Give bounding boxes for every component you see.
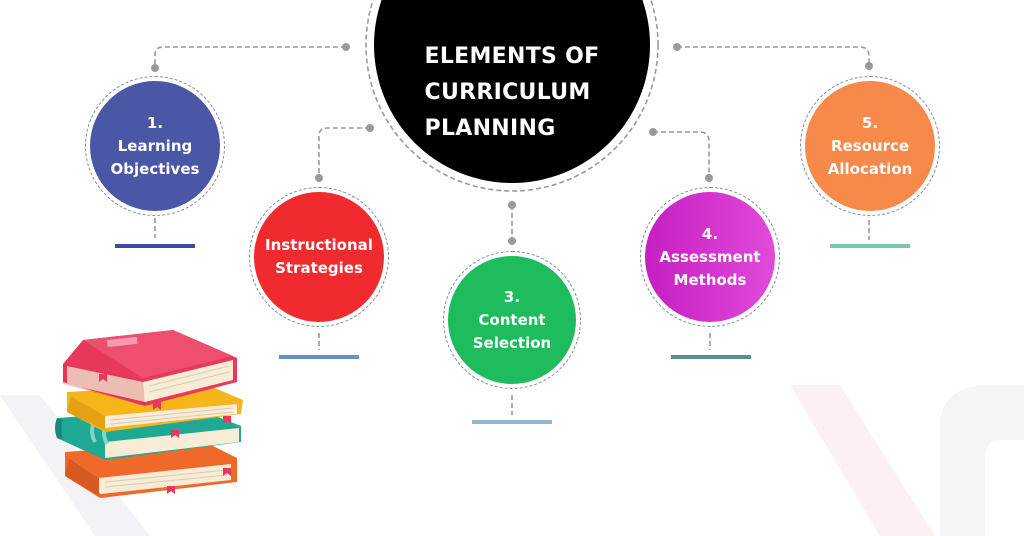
- element-2-line-2: Strategies: [275, 259, 363, 277]
- element-2-underline: [279, 355, 359, 359]
- element-3-ring: [443, 251, 581, 389]
- element-2-ring: [249, 187, 389, 327]
- element-5-ring: [800, 76, 940, 216]
- title-line-1: ELEMENTS OF: [424, 43, 600, 69]
- books-stack-icon: [55, 330, 243, 498]
- element-3-content-selection: 3. Content Selection: [448, 256, 576, 384]
- element-1-underline: [115, 244, 195, 248]
- element-3-line-1: Content: [478, 310, 546, 329]
- title-ring: [365, 0, 659, 192]
- element-2-line-1: Instructional: [265, 236, 373, 254]
- element-3-line-2: Selection: [472, 333, 552, 352]
- element-4-assessment-methods: 4. Assessment Methods: [645, 192, 775, 322]
- element-1-ring: [85, 76, 225, 216]
- connector-dots: [151, 43, 873, 245]
- element-4-number: 4.: [701, 224, 719, 243]
- element-4-line-2: Methods: [673, 270, 747, 289]
- element-3-underline: [472, 420, 552, 424]
- connector-lines: [154, 46, 870, 415]
- element-5-line-1: Resource: [830, 136, 910, 155]
- element-4-line-1: Assessment: [659, 247, 761, 266]
- element-1-line-1: Learning: [117, 136, 193, 155]
- element-5-number: 5.: [861, 113, 879, 132]
- element-2-instructional-strategies: Instructional Strategies: [254, 192, 384, 322]
- element-1-number: 1.: [146, 113, 164, 132]
- element-5-resource-allocation: 5. Resource Allocation: [805, 81, 935, 211]
- title-line-3: PLANNING: [424, 115, 556, 141]
- element-1-learning-objectives: 1. Learning Objectives: [90, 81, 220, 211]
- element-5-line-2: Allocation: [827, 159, 913, 178]
- element-4-ring: [640, 187, 780, 327]
- element-4-underline: [671, 355, 751, 359]
- element-5-underline: [830, 244, 910, 248]
- element-3-number: 3.: [503, 287, 521, 306]
- title-line-2: CURRICULUM: [424, 79, 591, 105]
- element-1-line-2: Objectives: [110, 159, 200, 178]
